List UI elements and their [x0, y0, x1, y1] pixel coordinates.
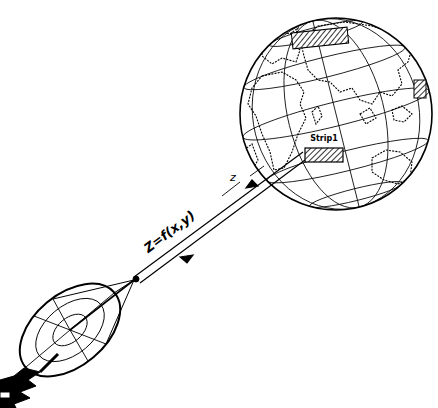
distance-label: z [229, 172, 237, 184]
strip-patch [414, 80, 426, 98]
arrow-head [180, 255, 193, 263]
antenna-pedestal [0, 354, 58, 408]
globe [220, 0, 438, 230]
continents [244, 22, 412, 184]
strip-patch [291, 27, 348, 49]
equation-label: Z=f(x,y) [141, 208, 199, 257]
graticule [220, 0, 438, 230]
arrow-head [246, 180, 258, 188]
radar-beam [134, 152, 305, 283]
strip-label: Strip1 [309, 135, 339, 144]
strip-patch [305, 148, 343, 162]
